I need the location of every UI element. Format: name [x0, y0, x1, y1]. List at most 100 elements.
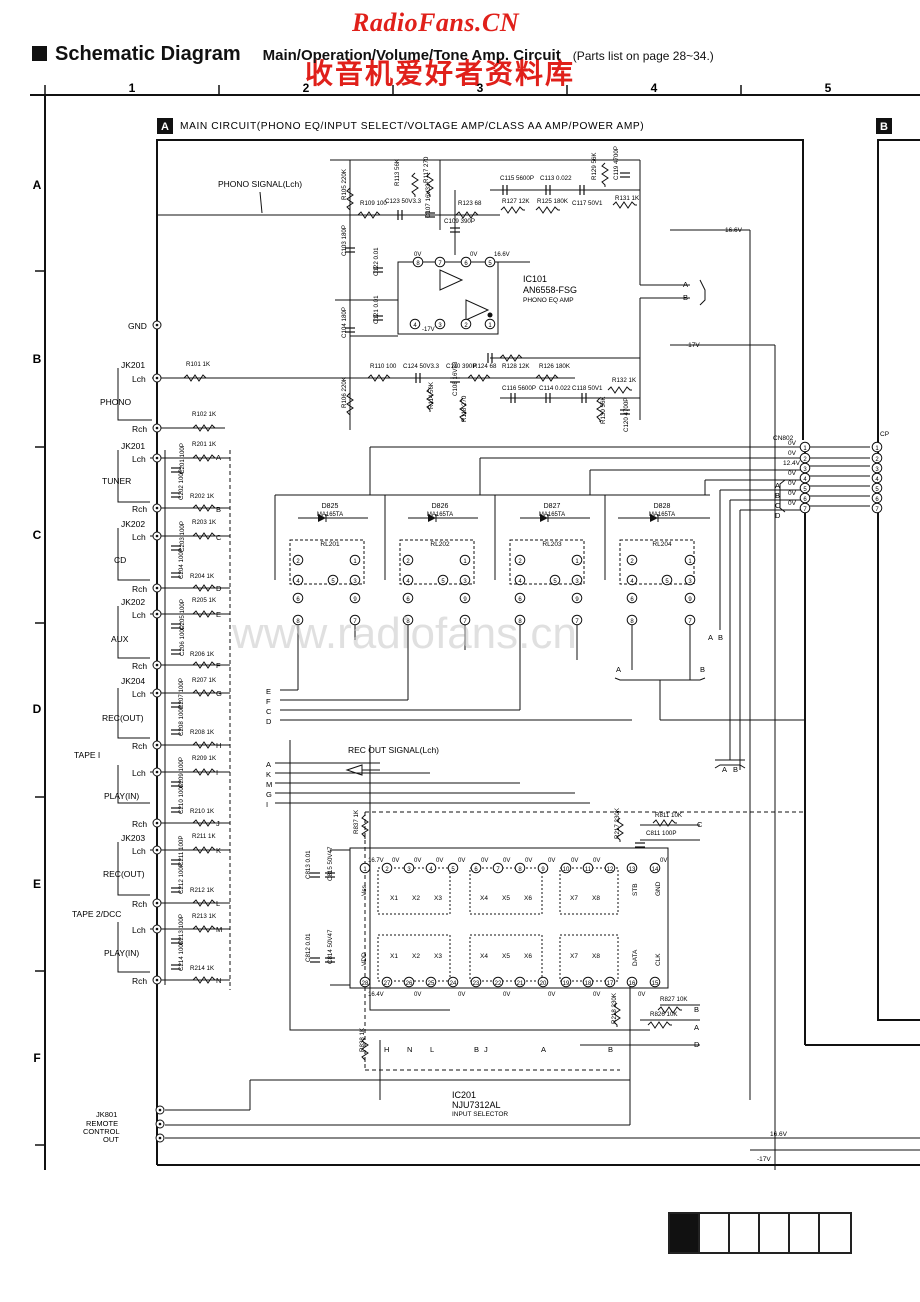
bus-letter: D — [266, 717, 272, 726]
bus-letter-b: B — [683, 293, 688, 302]
schematic-label: 9 — [541, 867, 545, 873]
part-label: C213 100P — [178, 914, 185, 945]
bus-letter: M — [216, 925, 222, 934]
bus-letter: L — [216, 899, 220, 908]
schematic-label: X2 — [412, 953, 420, 960]
schematic-label: 4 — [429, 867, 433, 873]
part-label: R209 1K — [192, 755, 217, 762]
svg-text:5: 5 — [331, 579, 335, 585]
part-label: R214 1K — [190, 965, 215, 972]
schematic-label: 20 — [540, 981, 547, 987]
part-label: C203 100P — [179, 521, 186, 552]
schematic-label: 0V — [788, 440, 797, 447]
part-label: C214 100P — [178, 940, 185, 971]
schematic-label: 0V — [458, 858, 465, 864]
vm17-label: -17V — [686, 342, 700, 349]
relay-label: RL203 — [542, 541, 562, 548]
schematic-label: 7 — [496, 867, 500, 873]
part-label: R210 1K — [190, 808, 215, 815]
lch-label: Lch — [132, 374, 146, 384]
part-label: R129 56K — [591, 152, 598, 180]
bus-letter: M — [266, 780, 272, 789]
bus-letter: G — [266, 790, 272, 799]
schematic-label: 7 — [875, 507, 879, 513]
control-label: CONTROL — [83, 1127, 120, 1136]
bus-letter: E — [216, 610, 221, 619]
bus-letter: I — [266, 800, 268, 809]
ic201-part: NJU7312AL — [452, 1100, 501, 1110]
part-label: R101 1K — [186, 361, 211, 368]
schematic-label: 13 — [629, 867, 636, 873]
schematic-label: X2 — [412, 895, 420, 902]
col-label: 4 — [651, 81, 658, 95]
row-label: E — [33, 877, 41, 891]
sheet-index — [668, 1212, 852, 1254]
svg-text:1: 1 — [575, 559, 579, 565]
lch-label: Lch — [132, 610, 146, 620]
cn802-label: CN802 — [773, 435, 794, 442]
schematic-label: 2 — [385, 867, 389, 873]
part-label: R118 270 — [461, 395, 468, 422]
part-label: C121 0.01 — [373, 295, 380, 324]
schematic-label: 10 — [563, 867, 570, 873]
jk202a-label: JK202 — [121, 519, 145, 529]
bus-letter: J — [216, 819, 220, 828]
schematic-label: 11 — [585, 867, 592, 873]
schematic-label: 0V — [638, 992, 645, 998]
v166-label: 16.6V — [725, 227, 743, 234]
block-a-title: MAIN CIRCUIT(PHONO EQ/INPUT SELECT/VOLTA… — [180, 121, 644, 132]
svg-text:8: 8 — [416, 261, 420, 267]
schematic-label: N — [407, 1045, 412, 1054]
rec-out-label: REC(OUT) — [103, 869, 145, 879]
rch-label: Rch — [132, 504, 147, 514]
page-title: Schematic Diagram — [55, 43, 241, 65]
diode-label: D827 — [544, 503, 561, 510]
svg-text:4: 4 — [630, 579, 634, 585]
svg-text:3: 3 — [575, 579, 579, 585]
schematic-label: 0V — [788, 500, 797, 507]
part-label: C211 100P — [178, 835, 185, 866]
svg-text:9: 9 — [688, 597, 692, 603]
col-label: 3 — [477, 81, 484, 95]
schematic-label: 12 — [607, 867, 614, 873]
gnd-label: GND — [128, 321, 147, 331]
part-label: C103 180P — [341, 225, 348, 256]
schematic-label: 6 — [803, 497, 807, 503]
play-in-label: PLAY(IN) — [104, 948, 139, 958]
part-label: R207 1K — [192, 677, 217, 684]
svg-text:3: 3 — [438, 323, 442, 329]
svg-text:1: 1 — [688, 559, 692, 565]
ic201-name: IC201 — [452, 1090, 476, 1100]
schematic-label: 14 — [652, 867, 659, 873]
svg-text:1: 1 — [463, 559, 467, 565]
schematic-label: 17 — [607, 981, 614, 987]
sheet-cell — [700, 1214, 730, 1252]
schematic-label: 1 — [875, 446, 879, 452]
schematic-label: J — [484, 1045, 488, 1054]
schematic-label: 22 — [495, 981, 502, 987]
bus-letter: B — [718, 633, 723, 642]
schematic-label: 0V — [525, 858, 532, 864]
svg-text:6: 6 — [406, 597, 410, 603]
part-label: R125 180K — [537, 198, 569, 205]
schematic-label: X5 — [502, 953, 510, 960]
v164-label: 16.4V — [368, 992, 384, 998]
col-label: 1 — [129, 81, 136, 95]
schematic-label: 0V — [414, 992, 421, 998]
schematic-label: 0V — [503, 858, 510, 864]
part-label: C117 50V1 — [572, 200, 603, 207]
schematic-label: 0V — [788, 450, 797, 457]
row-label: C — [33, 528, 42, 542]
svg-text:7: 7 — [688, 619, 692, 625]
schematic-label: 0V — [788, 490, 797, 497]
svg-text:9: 9 — [353, 597, 357, 603]
row-label: A — [33, 178, 42, 192]
schematic-label: 23 — [473, 981, 480, 987]
v166-label: 16.6V — [770, 1131, 788, 1138]
svg-text:4: 4 — [406, 579, 410, 585]
schematic-label: CLK — [655, 953, 662, 966]
diode-label: D828 — [654, 503, 671, 510]
cp-label: CP — [880, 431, 889, 438]
part-label: R202 1K — [190, 493, 215, 500]
sheet-cell-current — [670, 1214, 700, 1252]
